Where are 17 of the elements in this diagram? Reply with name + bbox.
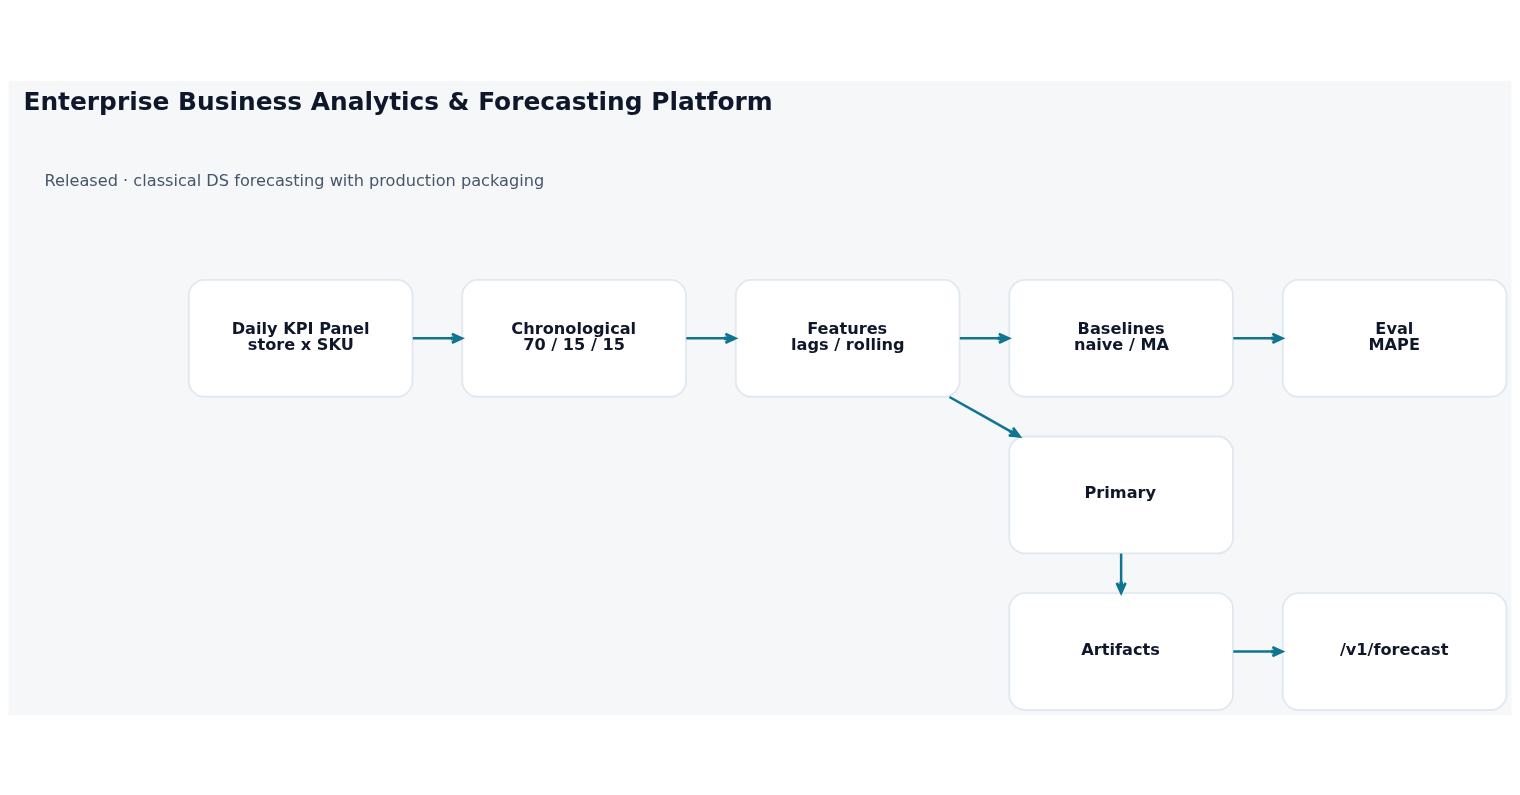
arrow [412,332,464,344]
node-box: Chronological 70 / 15 / 15 [461,278,687,398]
node-box: Primary [1008,435,1234,554]
arrow [1115,553,1127,594]
node-box: Artifacts [1008,591,1234,711]
node-box: Baselines naive / MA [1008,278,1234,398]
diagram-title: Enterprise Business Analytics & Forecasting Platform [23,86,773,116]
node-box: /v1/forecast [1281,591,1508,711]
arrow [948,395,1021,438]
node-box: Features lags / rolling [734,278,961,398]
arrow [686,332,737,344]
label: Released · classical DS forecasting with production packaging [44,170,545,190]
node-box: Daily KPI Panel store x SKU [187,278,414,398]
node-box: Eval MAPE [1281,278,1508,398]
arrow [1233,332,1284,344]
arrow [959,332,1011,344]
arrow [1233,645,1284,657]
